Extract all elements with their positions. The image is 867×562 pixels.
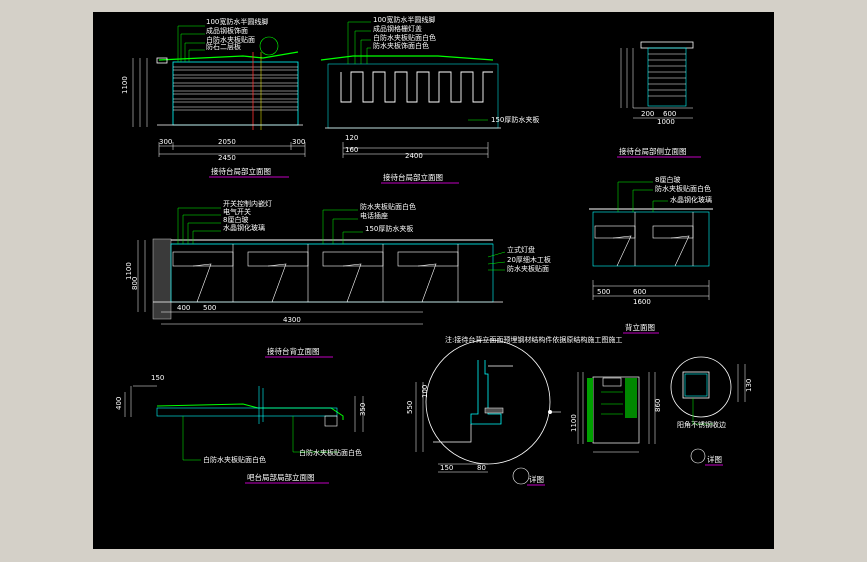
label-b3: 白防水夹板贴面白色 bbox=[373, 33, 436, 42]
label-e2: 白防水夹板贴面白色 bbox=[299, 448, 362, 457]
dim-860: 860 bbox=[654, 399, 662, 412]
label-c5: 防水夹板贴面白色 bbox=[360, 202, 416, 211]
label-c10: 防水夹板贴面 bbox=[507, 264, 549, 273]
title-8: 详图 bbox=[707, 454, 722, 464]
dim-1600: 1600 bbox=[633, 298, 651, 306]
label-b5: 150厚防水夹板 bbox=[491, 115, 539, 124]
dim-400b: 400 bbox=[115, 397, 123, 410]
dim-2450: 2450 bbox=[218, 154, 236, 162]
dim-300a: 300 bbox=[159, 138, 172, 146]
cad-drawing-canvas[interactable]: 100宽防水半圆线脚 成品钢板饰面 白防水夹板贴面 防石二层板 1100 205… bbox=[93, 12, 774, 549]
elevation-5 bbox=[589, 181, 713, 300]
dim-120: 120 bbox=[345, 134, 358, 142]
dim-1100b: 1100 bbox=[125, 262, 133, 280]
detail-circle-2 bbox=[670, 356, 746, 464]
elevation-4 bbox=[137, 207, 506, 325]
title-5: 背立面图 bbox=[625, 322, 655, 332]
dim-160: 160 bbox=[345, 146, 358, 154]
dim-300b: 300 bbox=[292, 138, 305, 146]
label-f1: 阳角不锈钢收边 bbox=[677, 420, 726, 429]
label-d1: 8厘白玻 bbox=[655, 175, 680, 184]
note: 注:接待台背立面面预埋钢材结构件依据原结构施工图施工 bbox=[445, 335, 622, 344]
dim-500b: 500 bbox=[597, 288, 610, 296]
dim-550: 550 bbox=[406, 401, 414, 414]
dim-4300: 4300 bbox=[283, 316, 301, 324]
dim-2400: 2400 bbox=[405, 152, 423, 160]
label-b1: 100宽防水半圆线脚 bbox=[373, 15, 435, 24]
label-c6: 电话插座 bbox=[360, 211, 388, 220]
dim-1100: 1100 bbox=[121, 76, 129, 94]
detail-circle-1 bbox=[415, 339, 561, 485]
label-a4: 防石二层板 bbox=[206, 42, 241, 51]
label-b2: 成品钢格栅灯盖 bbox=[373, 24, 422, 33]
label-a2: 成品钢板饰面 bbox=[206, 26, 248, 35]
dim-1100c: 1100 bbox=[570, 414, 578, 432]
elevation-1 bbox=[132, 25, 306, 157]
label-c8: 立式灯盘 bbox=[507, 245, 535, 254]
dim-80: 80 bbox=[477, 464, 486, 472]
label-b4: 防水夹板饰面白色 bbox=[373, 41, 429, 50]
section-detail bbox=[577, 372, 656, 453]
label-a1: 100宽防水半圆线脚 bbox=[206, 17, 268, 26]
dim-100: 100 bbox=[421, 385, 429, 398]
dim-600: 600 bbox=[663, 110, 676, 118]
elevation-3 bbox=[620, 41, 694, 119]
label-c9: 20厚细木工板 bbox=[507, 255, 551, 264]
label-e1: 白防水夹板贴面白色 bbox=[203, 455, 266, 464]
label-d2: 防水夹板贴面白色 bbox=[655, 184, 711, 193]
dim-150b: 150 bbox=[440, 464, 453, 472]
label-c3: 8厘白玻 bbox=[223, 215, 248, 224]
label-c2: 电气开关 bbox=[223, 207, 251, 216]
title-1: 接待台局部立面图 bbox=[211, 166, 271, 176]
label-c7: 150厚防水夹板 bbox=[365, 224, 413, 233]
dim-800: 800 bbox=[131, 277, 139, 290]
dim-400: 400 bbox=[177, 304, 190, 312]
title-4: 接待台背立面图 bbox=[267, 346, 320, 356]
label-a3: 白防水夹板贴面 bbox=[206, 35, 255, 44]
dim-2050: 2050 bbox=[218, 138, 236, 146]
dim-150: 150 bbox=[151, 374, 164, 382]
title-2: 接待台局部立面图 bbox=[383, 172, 443, 182]
dim-1000: 1000 bbox=[657, 118, 675, 126]
dim-200: 200 bbox=[641, 110, 654, 118]
title-3: 接待台局部侧立面图 bbox=[619, 146, 687, 156]
label-c1: 开关控制内嵌灯 bbox=[223, 199, 272, 208]
dim-350: 350 bbox=[359, 403, 367, 416]
title-7: 详图 bbox=[529, 474, 544, 484]
label-c4: 水晶钢化玻璃 bbox=[223, 223, 265, 232]
elevation-6 bbox=[124, 385, 364, 461]
dim-500: 500 bbox=[203, 304, 216, 312]
cad-drawing: 100宽防水半圆线脚 成品钢板饰面 白防水夹板贴面 防石二层板 1100 205… bbox=[115, 15, 753, 486]
elevation-2 bbox=[320, 21, 501, 158]
dim-130: 130 bbox=[745, 379, 753, 392]
label-d3: 水晶钢化玻璃 bbox=[670, 195, 712, 204]
title-6: 吧台局部局部立面图 bbox=[247, 472, 315, 482]
dim-600b: 600 bbox=[633, 288, 646, 296]
